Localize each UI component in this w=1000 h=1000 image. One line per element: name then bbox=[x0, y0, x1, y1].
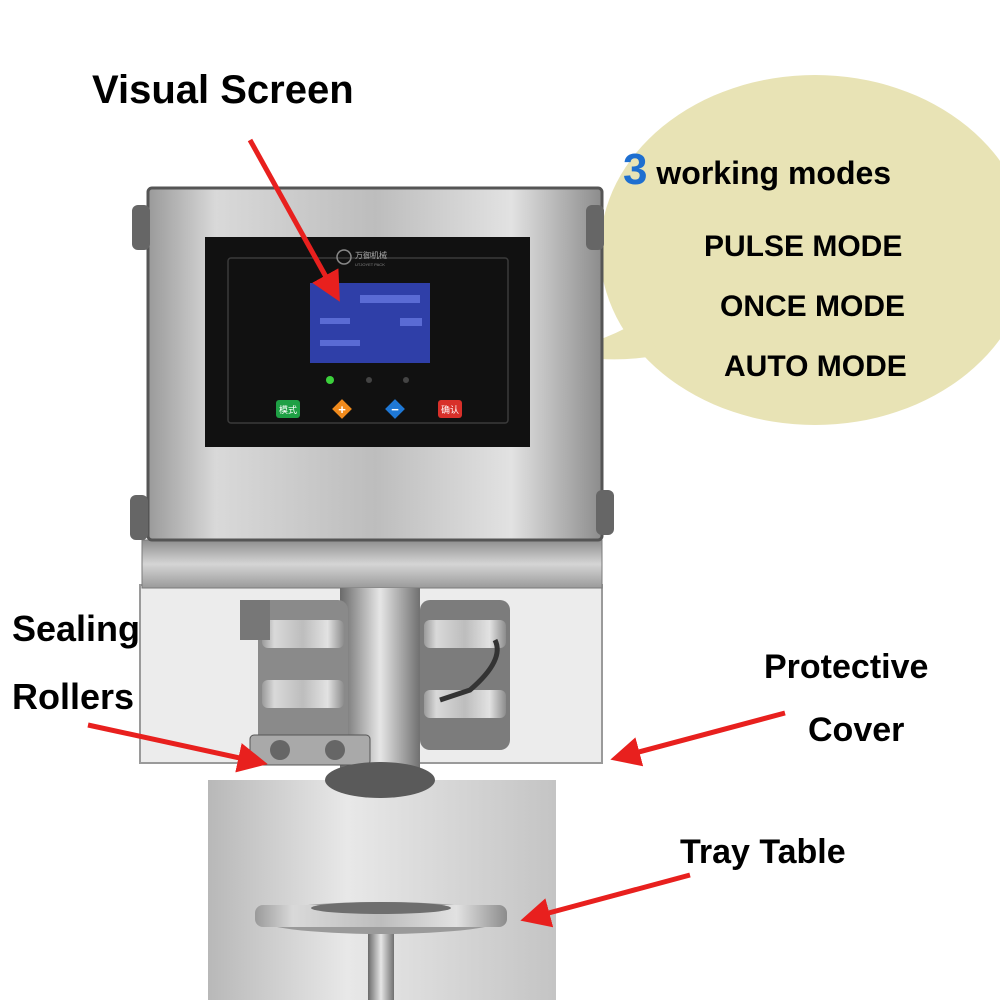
control-box bbox=[130, 186, 614, 542]
svg-text:确认: 确认 bbox=[441, 404, 459, 416]
arrow-sealing-rollers bbox=[87, 722, 268, 773]
confirm-button[interactable]: 确认 bbox=[438, 400, 462, 418]
mounting-plate bbox=[141, 539, 603, 589]
minus-button[interactable]: − bbox=[385, 399, 405, 419]
led-indicator bbox=[326, 376, 334, 384]
brand-logo: 万御机械 UTJOYET PACK bbox=[336, 249, 387, 267]
label-cover: Cover bbox=[808, 711, 905, 749]
label-visual-screen: Visual Screen bbox=[92, 68, 354, 112]
svg-text:−: − bbox=[391, 402, 399, 417]
svg-text:+: + bbox=[338, 402, 346, 417]
plus-button[interactable]: + bbox=[332, 399, 352, 419]
svg-text:万御机械: 万御机械 bbox=[355, 250, 387, 260]
led-indicator bbox=[403, 377, 409, 383]
arrow-protective-cover bbox=[610, 710, 786, 767]
mode-button[interactable]: 模式 bbox=[276, 400, 300, 418]
tray-table bbox=[255, 902, 507, 1000]
label-sealing: Sealing bbox=[12, 608, 141, 649]
modes-heading: 3 working modes bbox=[623, 145, 891, 195]
modes-count: 3 bbox=[623, 145, 648, 194]
label-protective: Protective bbox=[764, 648, 929, 686]
svg-text:模式: 模式 bbox=[279, 404, 297, 416]
sealing-head bbox=[240, 588, 510, 798]
arrow-tray-table bbox=[520, 872, 691, 928]
mode-item-auto: AUTO MODE bbox=[724, 350, 907, 383]
label-rollers: Rollers bbox=[12, 676, 135, 717]
mode-item-pulse: PULSE MODE bbox=[704, 230, 903, 263]
modes-heading-text: working modes bbox=[656, 155, 892, 191]
label-tray-table: Tray Table bbox=[680, 833, 846, 871]
arrow-visual-screen bbox=[247, 138, 340, 302]
mode-item-once: ONCE MODE bbox=[720, 290, 906, 323]
lcd-readout bbox=[320, 295, 422, 346]
callout-arrows bbox=[87, 138, 786, 928]
led-indicator bbox=[366, 377, 372, 383]
svg-text:UTJOYET PACK: UTJOYET PACK bbox=[355, 262, 385, 267]
